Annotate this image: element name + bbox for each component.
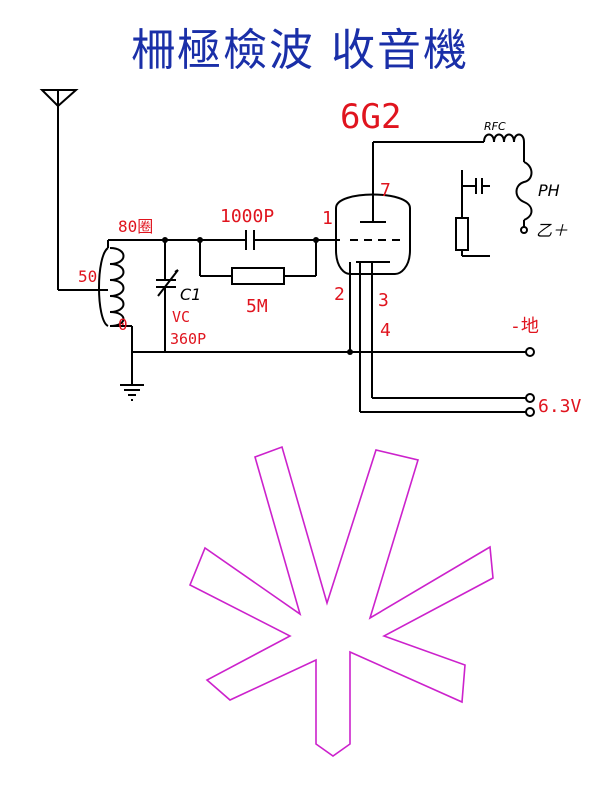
tuning-coil: [98, 239, 165, 352]
phones-label: PH: [538, 181, 560, 200]
rf-choke: [483, 133, 525, 162]
pin-4-label: 4: [380, 320, 391, 341]
tuning-cap-value-label: 360P: [170, 330, 206, 348]
b-plus-label: 乙＋: [536, 221, 568, 240]
vacuum-tube: [335, 141, 535, 417]
coil-top-label: 80圈: [118, 217, 153, 236]
rfc-label: RFC: [484, 120, 506, 133]
ground-terminal: [525, 347, 535, 357]
page-title: 柵極檢波 收音機: [131, 25, 469, 76]
grid-leak-network: [162, 230, 340, 285]
ground-symbol: [120, 352, 144, 401]
heater-voltage-label: 6.3V: [538, 396, 582, 417]
bypass-network: [455, 170, 490, 257]
coil-bottom-label: 0: [118, 315, 128, 334]
antenna-symbol: [39, 89, 108, 291]
tuning-cap-ref-label: C1: [180, 285, 201, 304]
tube-name-label: 6G2: [340, 97, 401, 137]
pin-1-label: 1: [322, 208, 333, 229]
grid-capacitor-label: 1000P: [220, 206, 274, 227]
variable-capacitor: [156, 240, 179, 352]
pin-3-label: 3: [378, 290, 389, 311]
headphones-symbol: [515, 161, 533, 234]
grid-resistor-label: 5M: [246, 296, 268, 317]
asterisk-logo: [188, 445, 494, 757]
pin-2-label: 2: [334, 284, 345, 305]
pin-7-label: 7: [380, 180, 391, 201]
coil-mid-label: 50: [78, 267, 97, 286]
tuning-cap-type-label: VC: [172, 308, 190, 326]
ground-terminal-label: -地: [510, 316, 539, 337]
